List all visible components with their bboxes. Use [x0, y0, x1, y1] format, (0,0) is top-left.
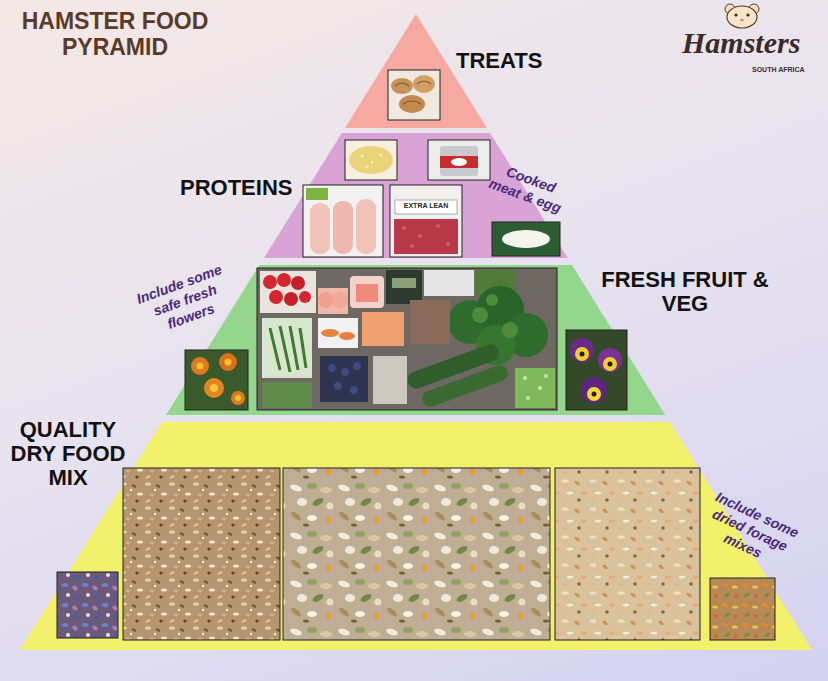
band-fill — [20, 422, 812, 650]
pyramid-band: QUALITY DRY FOOD MIXInclude some dried f… — [20, 422, 812, 650]
diagram-title: HAMSTER FOOD PYRAMID — [15, 8, 215, 61]
pyramid-band: PROTEINSCooked meat & egg — [264, 133, 568, 258]
band-note: Cooked meat & egg — [483, 158, 573, 218]
logo-text: Hamsters — [682, 26, 807, 59]
pyramid-band: TREATS — [345, 14, 487, 128]
dry-food-photos — [57, 468, 775, 640]
package-label: EXTRA LEAN — [395, 202, 457, 210]
treats-photo — [388, 70, 440, 120]
band-note: Include some dried forage mixes — [692, 485, 808, 575]
band-shape — [166, 265, 665, 415]
band-heading: QUALITY DRY FOOD MIX — [5, 418, 131, 491]
band-heading: PROTEINS — [180, 176, 305, 200]
band-heading: FRESH FRUIT & VEG — [600, 268, 770, 316]
logo-subtext: SOUTH AFRICA — [752, 66, 812, 74]
pyramid-band: FRESH FRUIT & VEGInclude some safe fresh… — [166, 265, 665, 415]
band-fill — [166, 265, 665, 415]
band-shape — [20, 422, 812, 650]
fruit-veg-photo — [257, 268, 557, 410]
band-heading: TREATS — [456, 49, 566, 73]
band-note: Include some safe fresh flowers — [128, 259, 243, 342]
hamster-logo-icon — [725, 4, 759, 28]
